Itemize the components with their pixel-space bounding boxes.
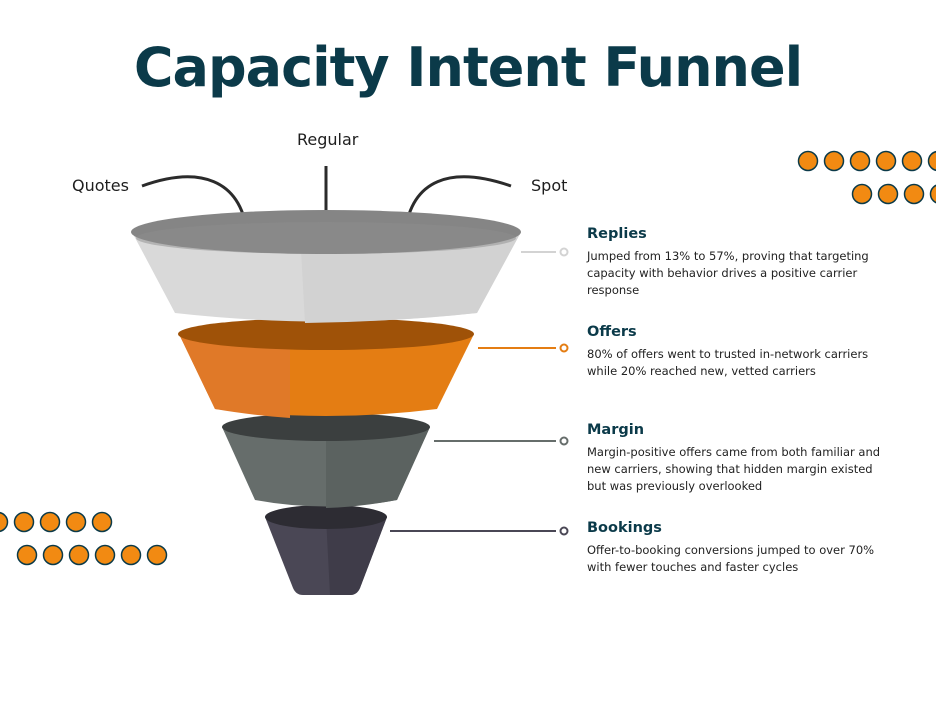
- input-label-regular: Regular: [297, 130, 359, 149]
- stage-description-bookings: Offer-to-booking conversions jumped to o…: [587, 543, 875, 574]
- stage-description-replies: Jumped from 13% to 57%, proving that tar…: [587, 249, 869, 297]
- stage-description-offers: 80% of offers went to trusted in-network…: [587, 347, 869, 378]
- stage-title-replies: Replies: [587, 226, 647, 242]
- stage-title-offers: Offers: [587, 324, 637, 340]
- input-label-spot: Spot: [531, 176, 568, 195]
- funnel-segment-replies: [131, 210, 521, 323]
- connector-bookings: [390, 526, 569, 536]
- decorative-dots-bottom-left: [0, 511, 168, 566]
- connector-replies: [521, 247, 569, 257]
- connector-margin: [434, 436, 569, 446]
- funnel-segment-bookings: [265, 505, 387, 595]
- stage-title-bookings: Bookings: [587, 520, 662, 536]
- stage-title-margin: Margin: [587, 422, 645, 438]
- page-title: Capacity Intent Funnel: [133, 36, 803, 99]
- funnel-segment-margin: [222, 413, 430, 508]
- decorative-dots-top-right: [797, 150, 936, 205]
- input-label-quotes: Quotes: [72, 176, 129, 195]
- stage-description-margin: Margin-positive offers came from both fa…: [587, 445, 881, 493]
- funnel-segment-offers: [178, 318, 474, 418]
- connector-offers: [478, 343, 569, 353]
